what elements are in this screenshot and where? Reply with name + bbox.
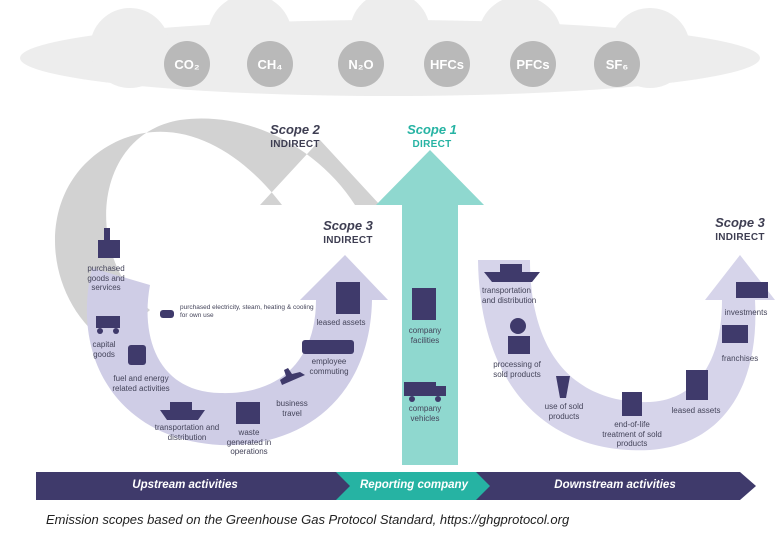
label-upstream-transportation: transportation and distribution	[154, 423, 220, 442]
upstream-bar	[36, 472, 356, 500]
scope3-upstream-subtitle: INDIRECT	[323, 235, 373, 246]
label-downstream-leased-assets: leased assets	[671, 406, 721, 415]
label-processing: processing of sold products	[493, 360, 541, 379]
downstream-activities-label: Downstream activities	[554, 479, 676, 491]
scope3-upstream-title: Scope 3	[323, 218, 373, 233]
crane-truck-icon	[96, 316, 120, 334]
train-icon	[302, 340, 354, 354]
label-purchased-goods: purchased goods and services	[87, 264, 125, 292]
label-employee-commuting: employee commuting	[309, 357, 349, 376]
scope2-subtitle: INDIRECT	[270, 139, 320, 150]
label-waste: waste generated in operations	[226, 428, 272, 456]
figure-caption: Emission scopes based on the Greenhouse …	[46, 512, 570, 527]
scope3-upstream-arrow	[86, 255, 388, 446]
label-fuel-energy: fuel and energy related activities	[112, 374, 170, 393]
ship-icon	[160, 402, 205, 420]
upstream-activities-label: Upstream activities	[132, 479, 238, 491]
label-business-travel: business travel	[276, 399, 308, 418]
label-end-of-life: end-of-life treatment of sold products	[602, 420, 662, 448]
scope3-downstream-title: Scope 3	[715, 215, 765, 230]
label-franchises: franchises	[721, 354, 759, 363]
cargo-ship-icon	[484, 264, 540, 282]
truck-icon	[404, 382, 446, 402]
gas-pfcs: PFCs	[510, 41, 556, 87]
office-building-icon	[412, 288, 436, 320]
factory-icon	[98, 228, 120, 258]
building-icon	[336, 282, 360, 314]
label-company-vehicles: company vehicles	[408, 404, 442, 423]
gas-ch4: CH₄	[247, 41, 293, 87]
recycle-bin-icon	[622, 392, 642, 416]
reporting-bar	[336, 472, 496, 500]
money-icon	[736, 282, 768, 298]
dumpster-icon	[236, 402, 260, 424]
label-downstream-transportation: transportation and distribution	[482, 286, 537, 305]
label-upstream-leased-assets: leased assets	[316, 318, 366, 327]
scope1-subtitle: DIRECT	[412, 139, 452, 150]
downstream-bar	[476, 472, 756, 500]
gas-co2: CO₂	[164, 41, 210, 87]
scope1-title: Scope 1	[407, 122, 457, 137]
leased-building-icon	[686, 370, 708, 400]
scope3-downstream-subtitle: INDIRECT	[715, 232, 765, 243]
lightbulb-icon	[556, 376, 570, 398]
gas-sf6: SF₆	[594, 41, 640, 87]
store-icon	[722, 325, 748, 343]
scope2-title: Scope 2	[270, 122, 320, 137]
gas-n2o: N₂O	[338, 41, 384, 87]
airplane-icon	[280, 368, 305, 385]
processing-factory-icon	[508, 318, 530, 354]
reporting-company-label: Reporting company	[360, 479, 468, 491]
scope3-downstream-arrow	[478, 255, 775, 451]
label-company-facilities: company facilities	[408, 326, 442, 345]
label-capital-goods: capital goods	[92, 340, 116, 359]
gas-cloud	[20, 0, 760, 96]
label-purchased-electricity: purchased electricity, steam, heating & …	[180, 304, 314, 319]
label-investments: investments	[724, 308, 768, 317]
fuel-barrel-icon	[128, 345, 146, 365]
plug-icon	[160, 310, 174, 318]
label-use-of-sold: use of sold products	[544, 402, 584, 421]
gas-hfcs: HFCs	[424, 41, 470, 87]
